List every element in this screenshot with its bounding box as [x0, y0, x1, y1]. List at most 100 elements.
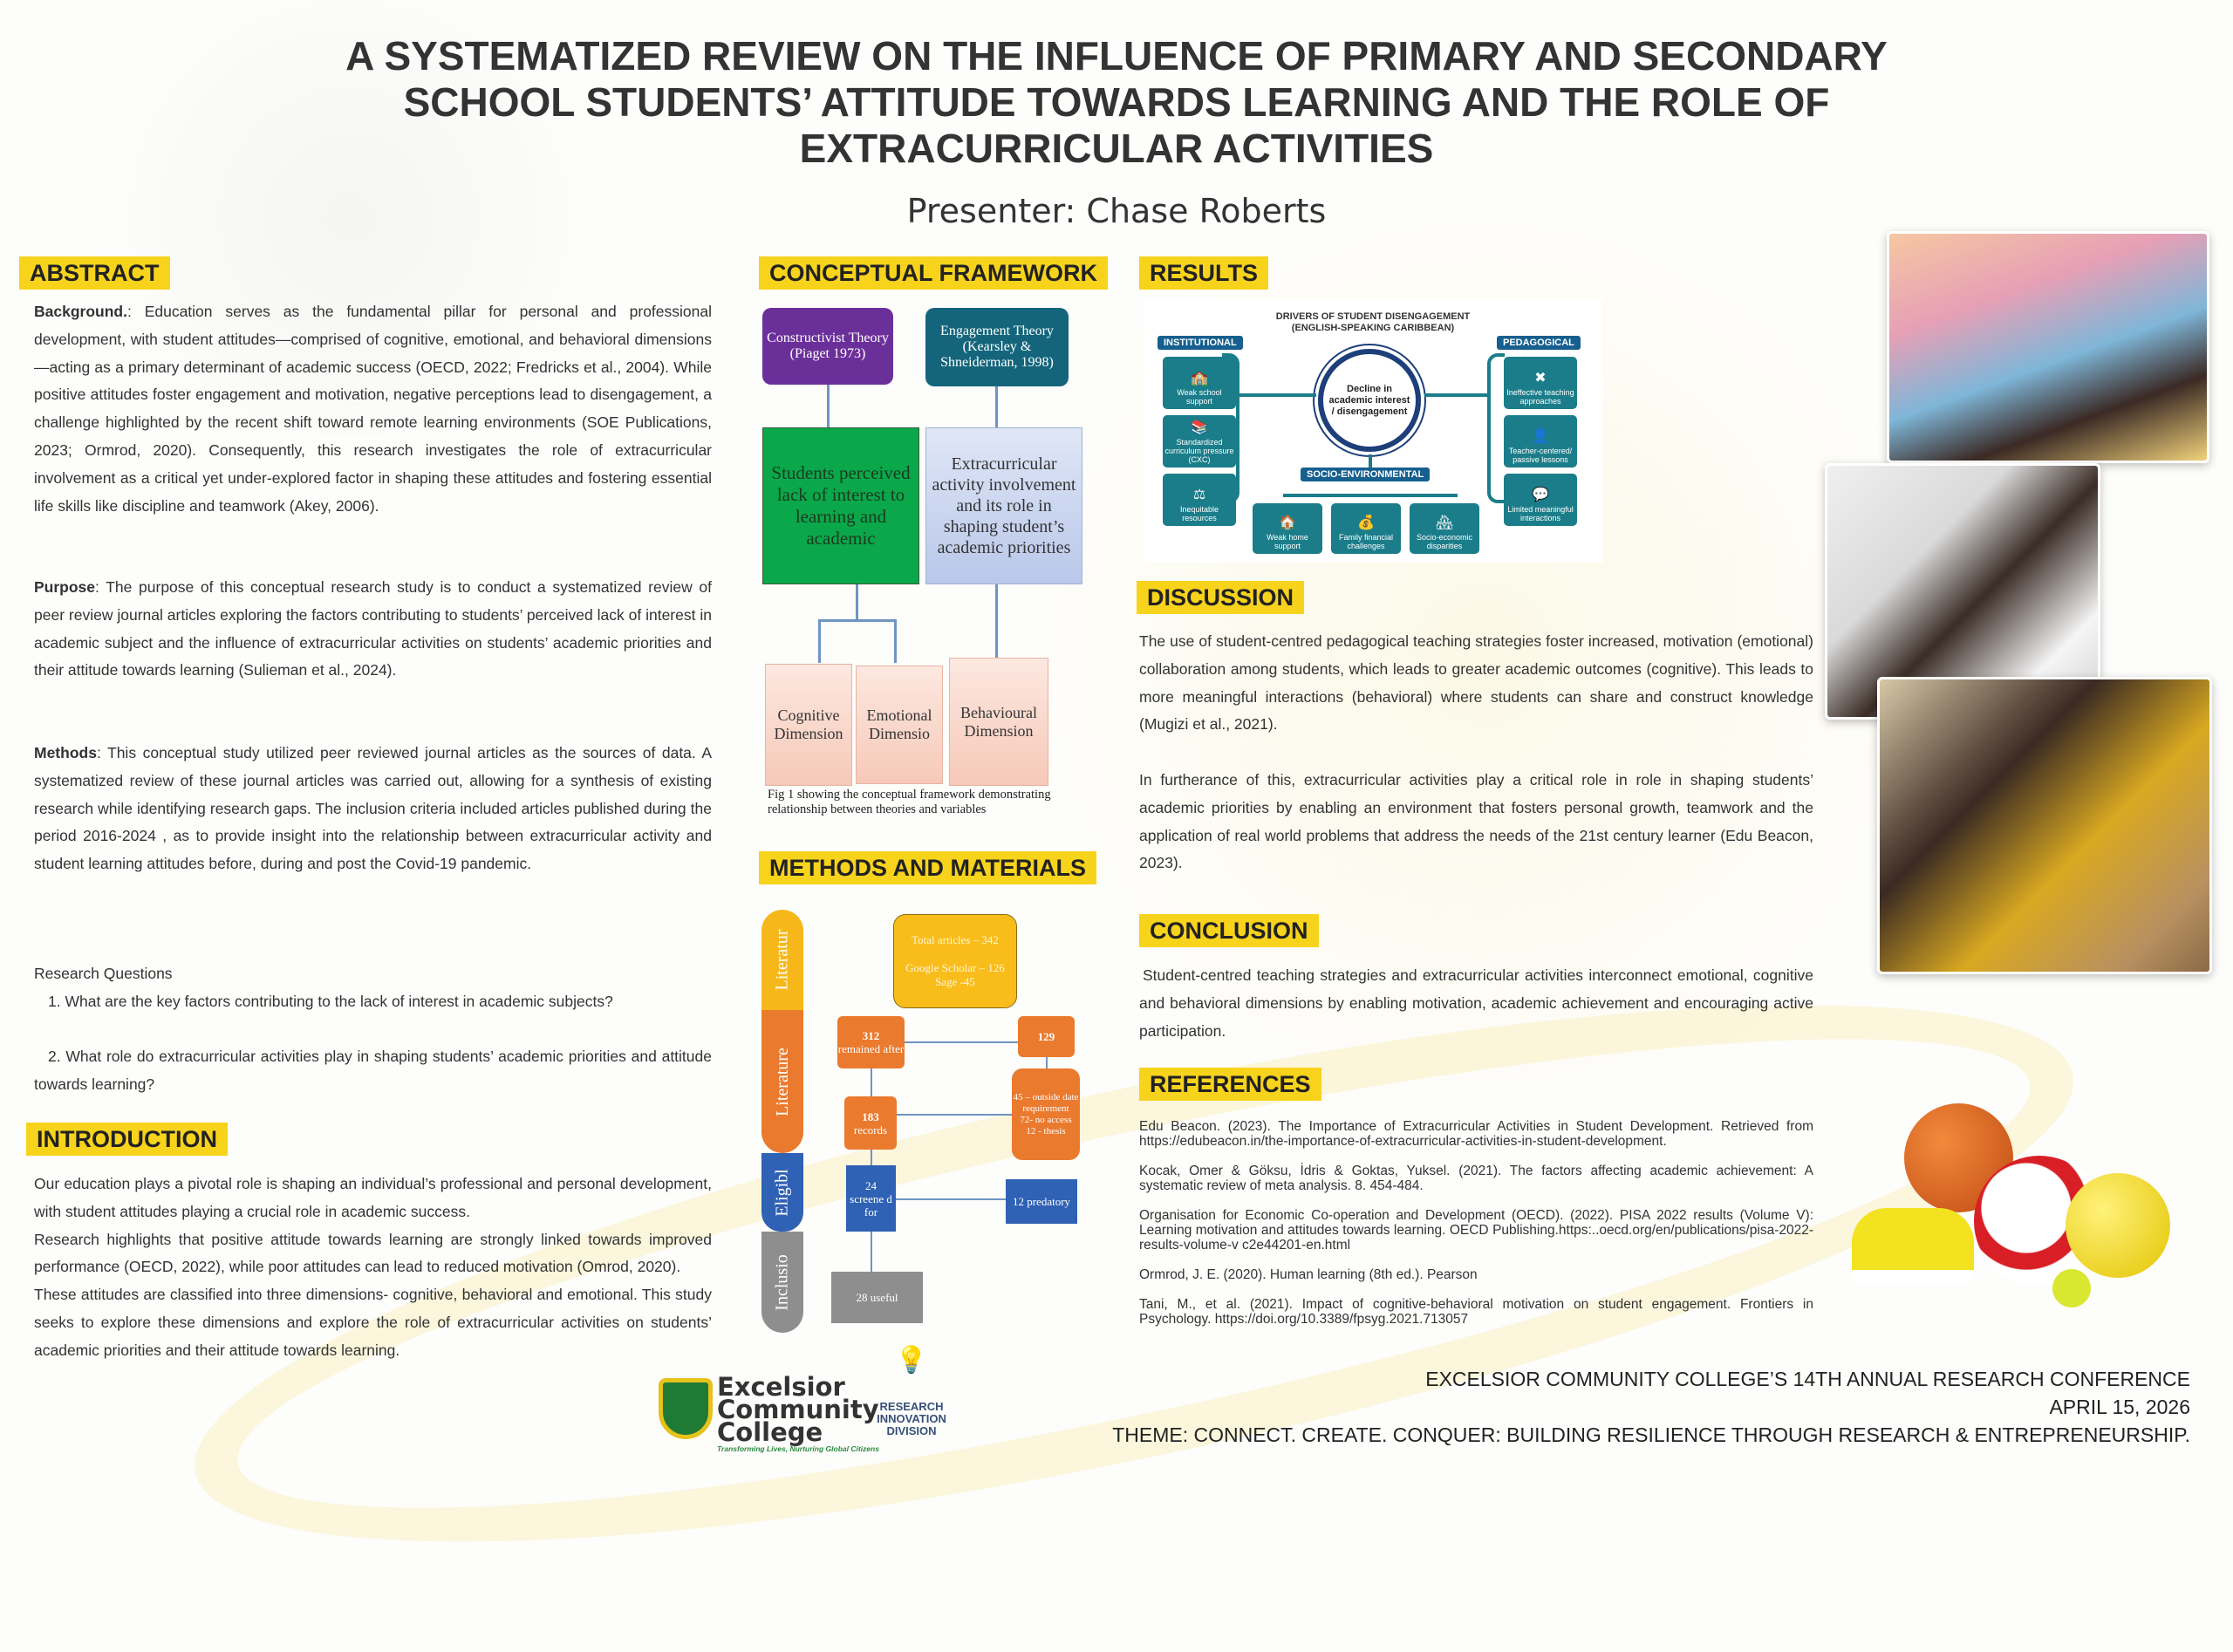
- label: Methods: [34, 744, 97, 761]
- lightbulb-book-icon: 💡: [895, 1346, 928, 1375]
- node-label: Standardized curriculum pressure (CXC): [1164, 438, 1234, 464]
- limited-interactions-node: 💬Limited meaningful interactions: [1504, 474, 1577, 526]
- family-financial-node: 💰Family financial challenges: [1331, 503, 1401, 554]
- arrow: [871, 1232, 872, 1272]
- node-label: Socio-economic disparities: [1416, 533, 1473, 550]
- title-line: A SYSTEMATIZED REVIEW ON THE INFLUENCE O…: [345, 33, 1888, 79]
- rq-heading: Research Questions: [34, 965, 173, 982]
- arrow: [871, 1150, 872, 1165]
- lack-of-interest-box: Students perceived lack of interest to l…: [762, 427, 919, 584]
- college-crest-logo: [659, 1378, 713, 1439]
- students-illustration-photo: [1887, 231, 2209, 463]
- label: Background.: [34, 303, 127, 320]
- stage-inclusion: Inclusio: [761, 1232, 803, 1333]
- center-node: Decline in academic interest / disengage…: [1318, 349, 1421, 452]
- connector: [856, 584, 858, 621]
- students-laptop-photo: [1877, 677, 2212, 974]
- arrow: [896, 1198, 1006, 1200]
- connector: [1283, 494, 1458, 497]
- source-text: Sage -45: [935, 975, 975, 988]
- count: 312: [862, 1029, 880, 1042]
- rq-2: 2. What role do extracurricular activiti…: [34, 1048, 712, 1093]
- connector: [995, 386, 998, 427]
- college-tagline: Transforming Lives, Nurturing Global Cit…: [717, 1444, 879, 1453]
- conference-name: EXCELSIOR COMMUNITY COLLEGE’S 14TH ANNUA…: [1425, 1368, 2190, 1390]
- division-line: RESEARCH: [879, 1400, 944, 1413]
- arrow: [897, 1114, 1012, 1116]
- crossed-teaching-icon: ✖: [1534, 371, 1547, 386]
- connector: [827, 385, 830, 427]
- source-text: Google Scholar – 126: [905, 961, 1005, 974]
- references-list: Edu Beacon. (2023). The Importance of Ex…: [1139, 1119, 1813, 1341]
- socio-economic-node: 🏘Socio-economic disparities: [1410, 503, 1479, 554]
- framework-heading: CONCEPTUAL FRAMEWORK: [759, 256, 1108, 290]
- label: remained after: [837, 1042, 905, 1055]
- stage-eligibility: Eligibl: [761, 1153, 803, 1232]
- conclusion-body: Student-centred teaching strategies and …: [1139, 966, 1813, 1040]
- connector: [1487, 353, 1505, 503]
- reason: 12 - thesis: [1026, 1125, 1066, 1137]
- reference-item: Organisation for Economic Co-operation a…: [1139, 1208, 1813, 1253]
- conference-date: APRIL 15, 2026: [2049, 1396, 2190, 1418]
- weak-home-support-node: 🏠Weak home support: [1253, 503, 1322, 554]
- text: : This conceptual study utilized peer re…: [34, 744, 712, 873]
- intro-p2: Research highlights that positive attitu…: [34, 1230, 712, 1276]
- sports-equipment-image: [1852, 1103, 2186, 1310]
- scale-icon: ⚖: [1192, 488, 1206, 502]
- text: : Education serves as the fundamental pi…: [34, 303, 712, 515]
- institutional-tag: INSTITUTIONAL: [1157, 336, 1243, 350]
- text: : The purpose of this conceptual researc…: [34, 578, 712, 679]
- connector: [818, 619, 897, 622]
- books-gauge-icon: 📚: [1191, 420, 1208, 435]
- node-label: Ineffective teaching approaches: [1506, 388, 1574, 406]
- curriculum-pressure-node: 📚 Standardized curriculum pressure (CXC): [1163, 415, 1236, 468]
- connector: [1369, 454, 1372, 468]
- wordmark-line: Community: [717, 1395, 879, 1424]
- intro-p3: These attitudes are classified into thre…: [34, 1286, 712, 1359]
- node-label: Weak school support: [1177, 388, 1222, 406]
- stage-label: Literature: [772, 1047, 792, 1116]
- abstract-background: Background.: Education serves as the fun…: [34, 298, 712, 520]
- emotional-dimension-box: Emotional Dimensio: [856, 666, 943, 784]
- node-label: Family financial challenges: [1338, 533, 1394, 550]
- volleyball-icon: [2066, 1173, 2170, 1278]
- title-line: SCHOOL STUDENTS’ ATTITUDE TOWARDS LEARNI…: [403, 79, 1830, 125]
- node-label: Inequitable resources: [1179, 505, 1219, 522]
- stage-literature-search: Literatur: [761, 910, 803, 1010]
- connector: [995, 584, 998, 658]
- presenter: Presenter: Chase Roberts: [906, 192, 1327, 230]
- engagement-theory-box: Engagement Theory (Kearsley & Shneiderma…: [925, 308, 1069, 386]
- count: 183: [862, 1109, 879, 1123]
- pedagogical-tag: PEDAGOGICAL: [1497, 336, 1581, 350]
- home-family-icon: 🏠: [1279, 515, 1296, 530]
- abstract-heading: ABSTRACT: [19, 256, 170, 290]
- discussion-heading: DISCUSSION: [1137, 581, 1305, 614]
- stage-label: Literatur: [772, 929, 792, 991]
- division-line: INNOVATION: [877, 1412, 946, 1425]
- abstract-methods: Methods: This conceptual study utilized …: [34, 740, 712, 878]
- connector: [1239, 393, 1316, 397]
- constructivist-theory-box: Constructivist Theory (Piaget 1973): [762, 308, 893, 385]
- stage-label: Inclusio: [772, 1253, 792, 1311]
- conclusion-heading: CONCLUSION: [1139, 914, 1319, 947]
- wordmark-line: College: [717, 1417, 823, 1447]
- node-label: Limited meaningful interactions: [1507, 505, 1574, 522]
- arrow: [1046, 1057, 1048, 1068]
- arrow: [871, 1068, 872, 1096]
- conference-theme: THEME: CONNECT. CREATE. CONQUER: BUILDIN…: [1112, 1423, 2190, 1446]
- disengagement-diagram: DRIVERS OF STUDENT DISENGAGEMENT (ENGLIS…: [1144, 299, 1602, 563]
- stage-literature-screening: Literature: [761, 1010, 803, 1153]
- sneaker-icon: [1852, 1208, 1974, 1282]
- total-text: Total articles – 342: [912, 933, 999, 946]
- reason: 45 – outside date requirement: [1013, 1091, 1079, 1114]
- total-articles-box: Total articles – 342 Google Scholar – 12…: [893, 914, 1017, 1008]
- behavioural-dimension-box: Behavioural Dimension: [949, 658, 1048, 786]
- diagram-title-line: DRIVERS OF STUDENT DISENGAGEMENT: [1275, 311, 1471, 322]
- node-label: Teacher-centered/ passive lessons: [1508, 447, 1573, 464]
- label: Purpose: [34, 578, 96, 596]
- weak-school-support-node: 🏫Weak school support: [1163, 357, 1236, 409]
- socio-environmental-tag: SOCIO-ENVIRONMENTAL: [1301, 468, 1431, 481]
- ineffective-teaching-node: ✖ Ineffective teaching approaches: [1504, 357, 1577, 409]
